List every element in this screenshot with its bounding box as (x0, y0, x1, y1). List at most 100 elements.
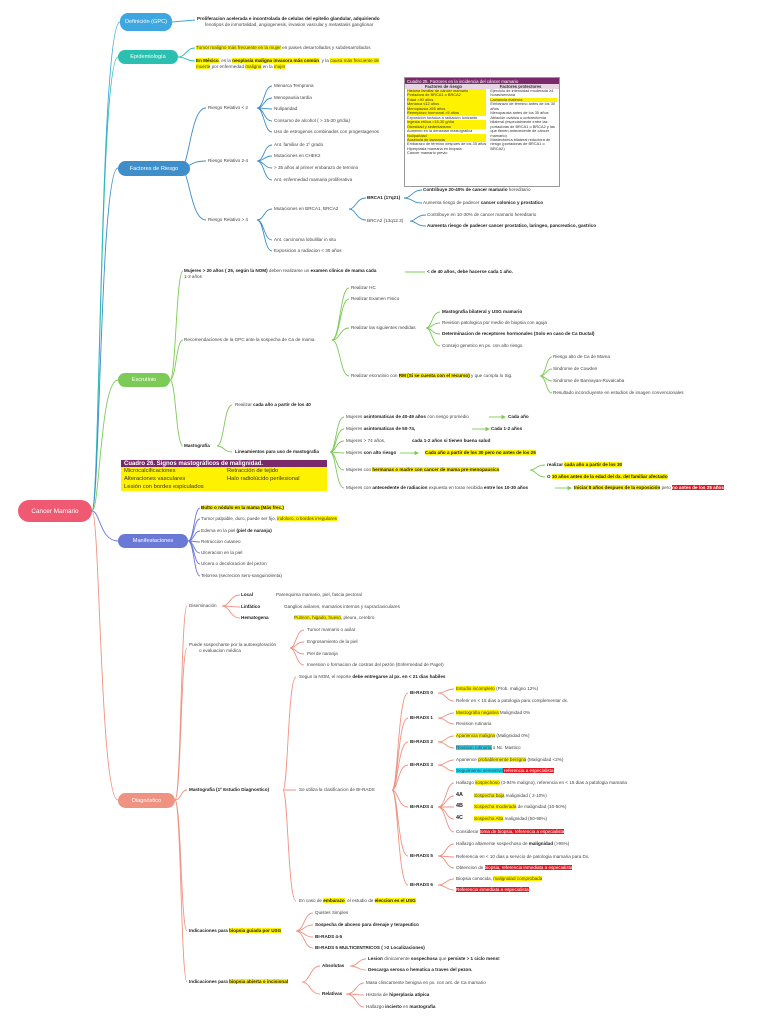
manifestacion-item: Ulcera o decoloracion del pezon (201, 561, 267, 566)
rr24-item: Mutaciones en CHEK2 (274, 153, 321, 158)
relativa-1: Masa clinicamente benigna en px. con ant… (366, 980, 486, 985)
birads-6-b: Referencia inmediata a especialista (456, 887, 529, 892)
branch-manifestaciones[interactable]: Manifestaciones (118, 534, 188, 548)
cuadro-26-row: Lesión con bordes espiculados (121, 483, 327, 491)
epidemiologia-line-2: En México, es la neoplasia maligna invas… (196, 58, 380, 63)
birads-4c-text: Sospecha Alta malignidad (50-95%) (474, 816, 548, 821)
birads-4a: 4A (456, 792, 463, 798)
birads-3: BI-RADS 3 (410, 762, 433, 767)
dis-local: Local (241, 592, 253, 597)
diseminacion: Diseminación (189, 603, 217, 608)
cuadro-25-protectores-col: Ejercicio de intensidad moderada ≥4 hora… (490, 88, 557, 151)
dis-hematogena-text: Pulmon, higado, hueso, pleura, cerebro (294, 615, 375, 620)
rr2-item: Menarca Temprana (274, 83, 314, 88)
manifestacion-item: Ulceracion en la piel (201, 550, 243, 555)
rr4-mutaciones: Mutaciones en BRCA1, BRCA2 (274, 206, 339, 211)
medida-item: Determinacion de receptores hormonales (… (442, 331, 595, 336)
guiada-item: BI-RADS 4-5 (315, 934, 343, 939)
rr2-item: Uso de estrogenos combinados con progest… (274, 129, 379, 134)
birads-4b-text: Sospecha moderada de malignidad (10-50%) (474, 804, 567, 809)
dis-linfatico: Linfático (241, 604, 261, 609)
birads-6-a: Biopsia conocida, malignidad comprobada (456, 876, 543, 881)
lineamiento-3: Mujeres > 74 años, (346, 438, 386, 443)
birads-0: BI-RADS 0 (410, 690, 433, 695)
rr-mayor-4: Riesgo Relativo > 4 (208, 217, 248, 222)
medida-item: Consejo genetico en px. con alto riesgo (442, 343, 523, 348)
branch-factores-riesgo[interactable]: Factores de Riesgo (118, 161, 190, 176)
manifestacion-item: Bulto o nódulo en la mama (Más frec.) (201, 505, 284, 510)
sospecha-item: Tumor mamario o axilar (307, 627, 356, 632)
lineamiento-6: Mujeres con antecedente de radiacion exp… (346, 485, 529, 490)
birads-6: BI-RADS 6 (410, 882, 433, 887)
birads-0-a: Estudio incompleto (Prob. maligno 12%) (456, 686, 538, 691)
branch-epidemiologia[interactable]: Epidemiología (118, 50, 178, 64)
absoluta-1: Lesion clinicamente sospechosa que persi… (368, 956, 500, 961)
escrutinio-mujeres-20: Mujeres > 20 años ( 25, según la NOM) de… (184, 268, 377, 273)
sospecha-item: Piel de naranja (307, 651, 338, 656)
rr-menor-2: Riesgo Relativo < 2 (208, 105, 248, 110)
rr2-item: Consumo de alcohol ( > 15-30 gr/dia) (274, 118, 350, 123)
cuadro-25-table: Cuadro 25. Factores en la incidencia del… (404, 77, 560, 187)
embarazo-usg: En caso de embarazo, el estudio de elecc… (299, 898, 416, 903)
birads-5: BI-RADS 5 (410, 853, 433, 858)
mastografia-node: Mastografía (184, 443, 210, 448)
birads-1-b: Revision rutinaria (456, 721, 492, 726)
rr2-item: Menopausia tardia (274, 95, 312, 100)
absoluta-2: Descarga serosa o hematica a traves del … (368, 967, 473, 972)
rr24-item: > 35 años al primer embarazo de termino (274, 165, 359, 170)
manifestacion-item: Retraccion cutaneo (201, 539, 241, 544)
cuadro-25-title: Cuadro 25. Factores en la incidencia del… (405, 78, 559, 84)
mastografia-40: Realizar cada año a partir de los 40 (235, 402, 311, 407)
sospecha-item: Engrosamiento de la piel (307, 639, 358, 644)
lineamiento-2-freq: Cada 1-2 años (491, 426, 523, 431)
birads-clasificacion: Se utiliza la clasificacion de BI-RADS (299, 787, 375, 792)
definicion-text-2: fenotipos de inmortalidad, angiogenesis,… (205, 22, 374, 27)
nom-reporte: Segun la NOM, el reporte debe entregarse… (299, 674, 446, 679)
rm-item: Sindrome de Cowden (553, 366, 598, 371)
birads-4a-text: Sospecha baja malignidad ( 2-10%) (474, 793, 547, 798)
brca2-note-2: Aumenta riesgo de padecer cancer prostat… (427, 223, 597, 228)
absolutas: Absolutas (322, 963, 345, 968)
rr-2-4: Riesgo Relativo 2-4 (208, 158, 249, 163)
realizar-hc: Realizar HC (351, 285, 376, 290)
birads-5-b: Referencia en < 10 dias a servicio de pa… (456, 854, 590, 859)
brca1-label: BRCA1 (17q21) (367, 195, 401, 200)
dis-linfatico-text: Ganglios axilares, mamarios internos y s… (284, 604, 400, 609)
brca1-note-2: Aumenta riesgo de padecer cancer colonic… (423, 200, 544, 205)
rr4-item: Ant. carcinoma lobulillar in situ (274, 237, 337, 242)
birads-2: BI-RADS 2 (410, 739, 433, 744)
epidemiologia-line-1: Tumor maligno más frecuente en la mujer … (196, 45, 371, 50)
rr2-item: Nuliparidad (274, 106, 298, 111)
cuadro-26-title: Cuadro 26. Signos mastográficos de malig… (121, 460, 327, 467)
lineamiento-5-b: O 10 años antes de la edad del dx. del f… (547, 474, 668, 479)
sospecha-2: o evaluacion médica (199, 648, 241, 653)
branch-escrutinio[interactable]: Escrutinio (118, 373, 170, 387)
lineamiento-5-a: realizar cada año a partir de los 30 (547, 462, 623, 467)
mastografia-diagnostico: Mastografia (1º Estudio Diagnostico) (189, 787, 270, 792)
branch-definicion[interactable]: Definición (GPC) (120, 13, 172, 31)
brca2-label: BRCA2 (13q12.3) (367, 218, 404, 223)
birads-2-a: Apariencia maligna (Malignidad 0%) (456, 733, 530, 738)
brca1-note-1: Contribuye 20-40% de cancer mamario here… (423, 187, 531, 192)
birads-4-a: Hallazgo sospechoso (3-94% maligno), ref… (456, 780, 627, 785)
birads-3-b: Seguimiento semestral referencia a espec… (456, 768, 554, 773)
birads-4b: 4B (456, 803, 463, 809)
medida-item: Revision patologica por medio de biopsia… (442, 320, 547, 325)
lineamiento-5: Mujeres con hermanas o madre con cancer … (346, 467, 500, 472)
branch-diagnostico[interactable]: Diagnóstico (118, 793, 175, 808)
rm-item: Sindrome de Bannayan-Ruvalcaba (553, 378, 625, 383)
birads-5-c: Obtencion de biopsia, referencia inmedia… (456, 865, 573, 870)
lineamientos: Lineamientos para uso de mastografia (235, 449, 319, 454)
root-node[interactable]: Cancer Mamario (18, 500, 92, 522)
birads-0-b: Referir en < 15 dias a patologia para co… (456, 698, 569, 703)
birads-1-a: Mastografia negativa Malignidad 0% (456, 710, 531, 715)
birads-4: BI-RADS 4 (410, 804, 433, 809)
lineamiento-6-freq: Iniciar 8 años despues de la exposición … (574, 485, 724, 490)
escrutinio-mujeres-20-b: 1-3 años (184, 274, 202, 279)
rm-item: Resultado inconcluyente en estudios de i… (553, 390, 684, 395)
birads-3-a: Aparience probablemente benigna (Maligni… (456, 757, 564, 762)
manifestacion-item: Telorrea (secrecion sero-sanguinolenta) (201, 573, 282, 578)
relativa-2: Historia de hiperplasia atipica (366, 992, 430, 997)
